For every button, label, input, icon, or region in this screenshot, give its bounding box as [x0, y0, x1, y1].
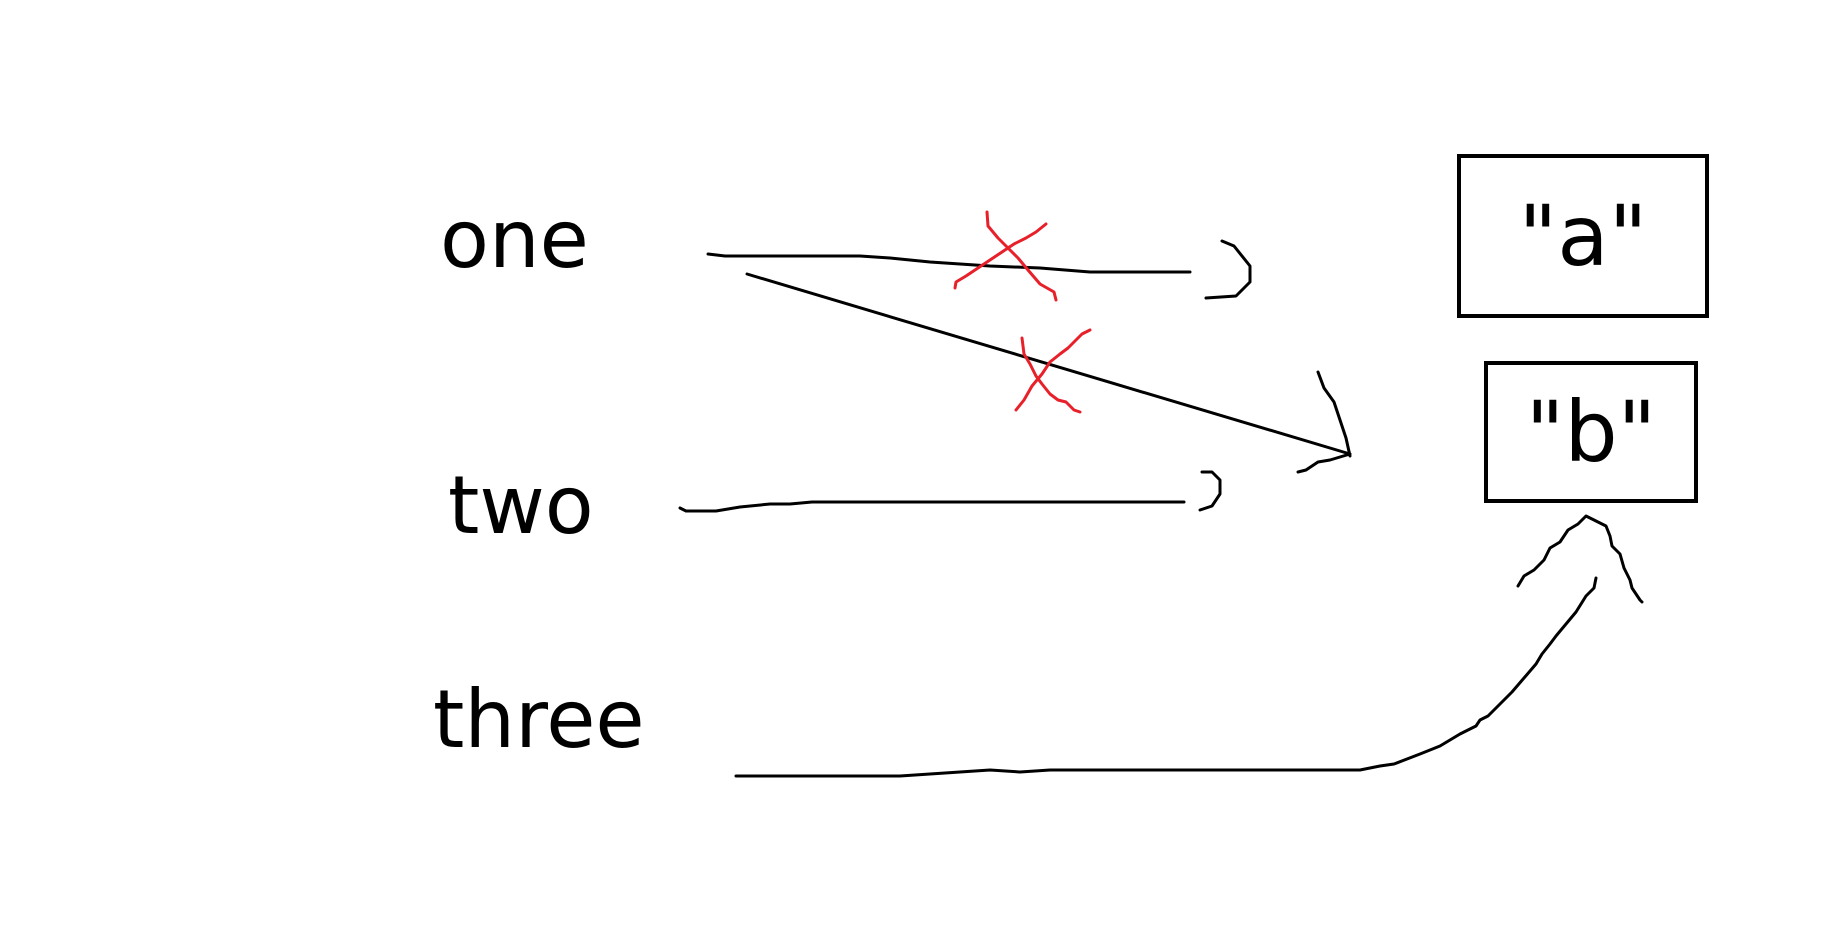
strike-mark-one-to-b — [1014, 328, 1092, 414]
arrow-two-head — [1198, 470, 1222, 512]
value-box-b: "b" — [1484, 361, 1698, 503]
arrow-one-to-a — [706, 252, 1192, 274]
value-box-a: "a" — [1457, 154, 1709, 318]
variable-label-three: three — [433, 673, 645, 766]
variable-label-two: two — [448, 459, 594, 552]
strike-mark-one-to-a — [953, 210, 1058, 302]
variable-label-one: one — [440, 193, 589, 286]
arrow-three-head — [1516, 514, 1644, 604]
arrow-one-to-b-head — [1296, 370, 1352, 474]
arrow-two — [678, 500, 1186, 513]
arrow-one-to-a-head — [1204, 239, 1252, 300]
arrow-three-to-b — [734, 576, 1598, 778]
value-label-a: "a" — [1518, 187, 1648, 285]
value-label-b: "b" — [1525, 383, 1657, 481]
